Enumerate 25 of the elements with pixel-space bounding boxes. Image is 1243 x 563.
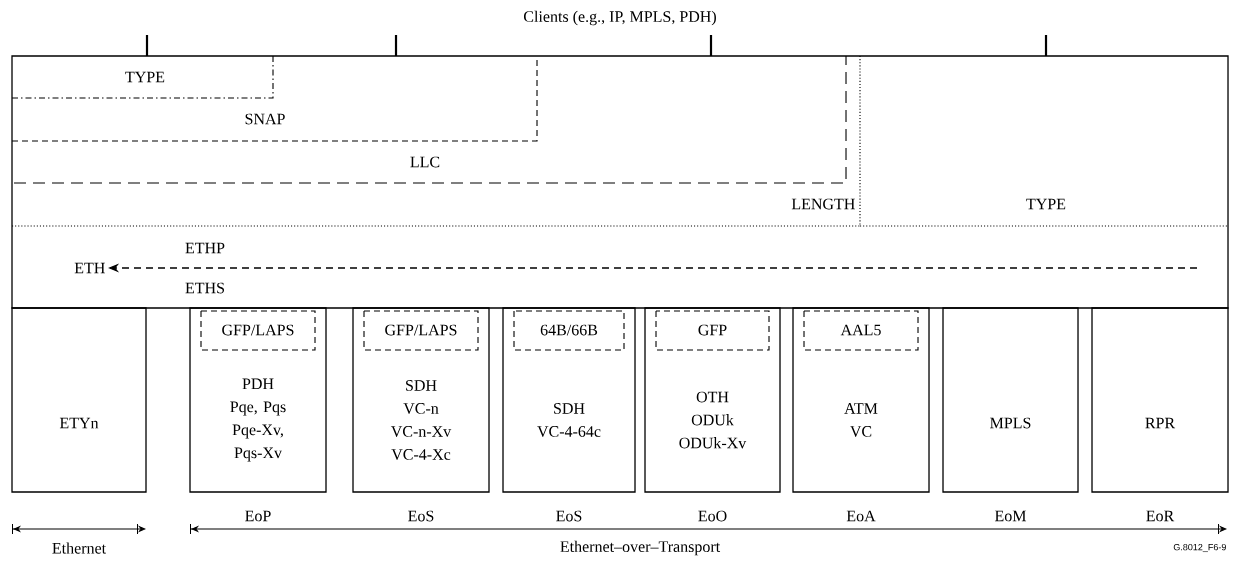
box-caption: EoS (556, 510, 582, 522)
frame-region: TYPE (859, 198, 1229, 227)
box-caption: EoR (1146, 510, 1175, 522)
transport-box: MPLS (942, 307, 1079, 493)
figure-id: G.8012_F6-9 (1173, 543, 1226, 553)
box-caption: EoS (408, 510, 434, 522)
frame-region: TYPE (11, 55, 274, 99)
box-caption: EoM (994, 510, 1027, 522)
label-text: Clients (e.g., IP, MPLS, PDH) (524, 10, 716, 26)
encapsulation-box: GFP (655, 310, 770, 351)
dimension-label: Ethernet (52, 542, 106, 554)
transport-box: ETYn (11, 307, 147, 493)
layer-box (11, 55, 1229, 309)
box-caption: EoA (846, 510, 876, 522)
layer-label: ETHP (185, 242, 225, 254)
layer-label: ETH (74, 262, 105, 274)
encapsulation-box: GFP/LAPS (363, 310, 479, 351)
transport-box: RPR (1091, 307, 1229, 493)
encapsulation-box: 64B/66B (513, 310, 625, 351)
layer-label: ETHS (185, 282, 224, 294)
box-caption: EoO (698, 510, 727, 522)
dimension-label: Ethernet–over–Transport (560, 540, 721, 556)
box-caption: EoP (245, 510, 271, 522)
encapsulation-box: AAL5 (803, 310, 919, 351)
encapsulation-box: GFP/LAPS (200, 310, 316, 351)
